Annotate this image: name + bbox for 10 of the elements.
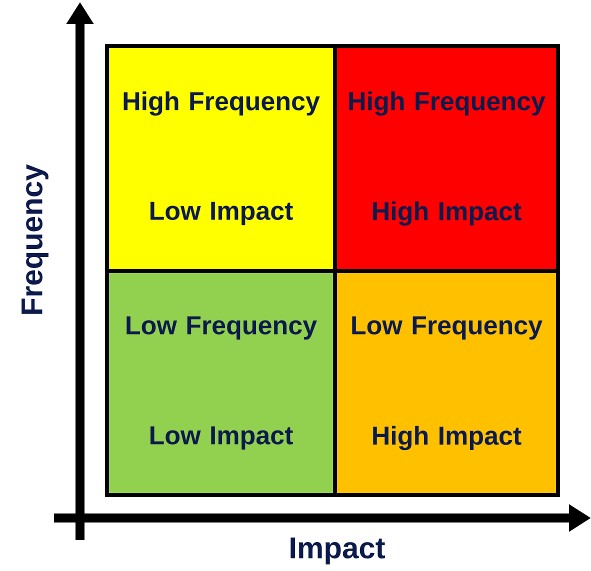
cell-text: Low Impact bbox=[150, 202, 293, 226]
cell-text: Low Impact bbox=[150, 426, 293, 450]
cell-text: High Impact bbox=[373, 426, 522, 450]
cell-text: High Impact bbox=[373, 201, 522, 226]
cell-text: Low Frequency bbox=[126, 316, 317, 340]
axis-label: Impact bbox=[290, 538, 385, 564]
axis-label: Frequency bbox=[22, 164, 48, 314]
cell-text: Low Frequency bbox=[352, 316, 542, 340]
cell-text: High Frequency bbox=[124, 91, 320, 116]
cell-text: High Frequency bbox=[349, 91, 546, 116]
